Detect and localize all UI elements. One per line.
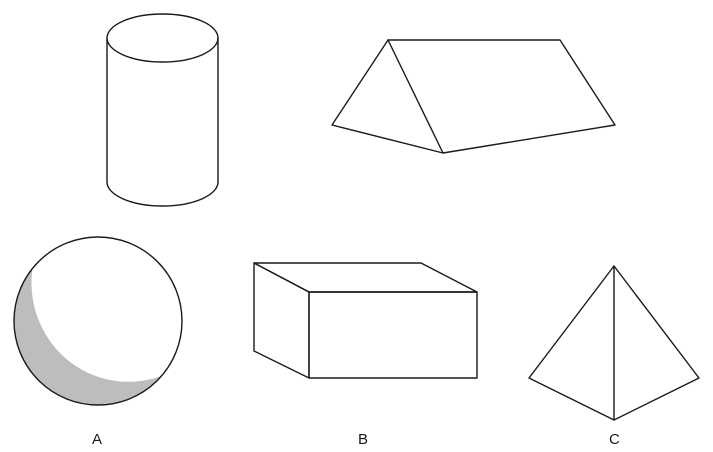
prism-outline: [331, 39, 616, 154]
label-c: C: [609, 431, 620, 448]
box-side-face: [253, 262, 310, 379]
label-b: B: [358, 431, 369, 448]
triangular-prism-shape: [331, 39, 616, 154]
rectangular-box-shape: [253, 262, 478, 379]
cylinder-bottom-arc: [106, 181, 219, 207]
label-a: A: [92, 431, 103, 448]
box-top-face: [253, 262, 478, 293]
sphere-shadow: [14, 237, 182, 405]
sphere-shape: [13, 236, 183, 406]
cylinder-top-ellipse: [106, 13, 219, 63]
pyramid-shape: [528, 265, 700, 421]
box-front-face: [308, 291, 478, 379]
prism-front-edge: [387, 39, 444, 154]
sphere-outline: [13, 236, 183, 406]
cylinder-shape: [106, 13, 219, 207]
